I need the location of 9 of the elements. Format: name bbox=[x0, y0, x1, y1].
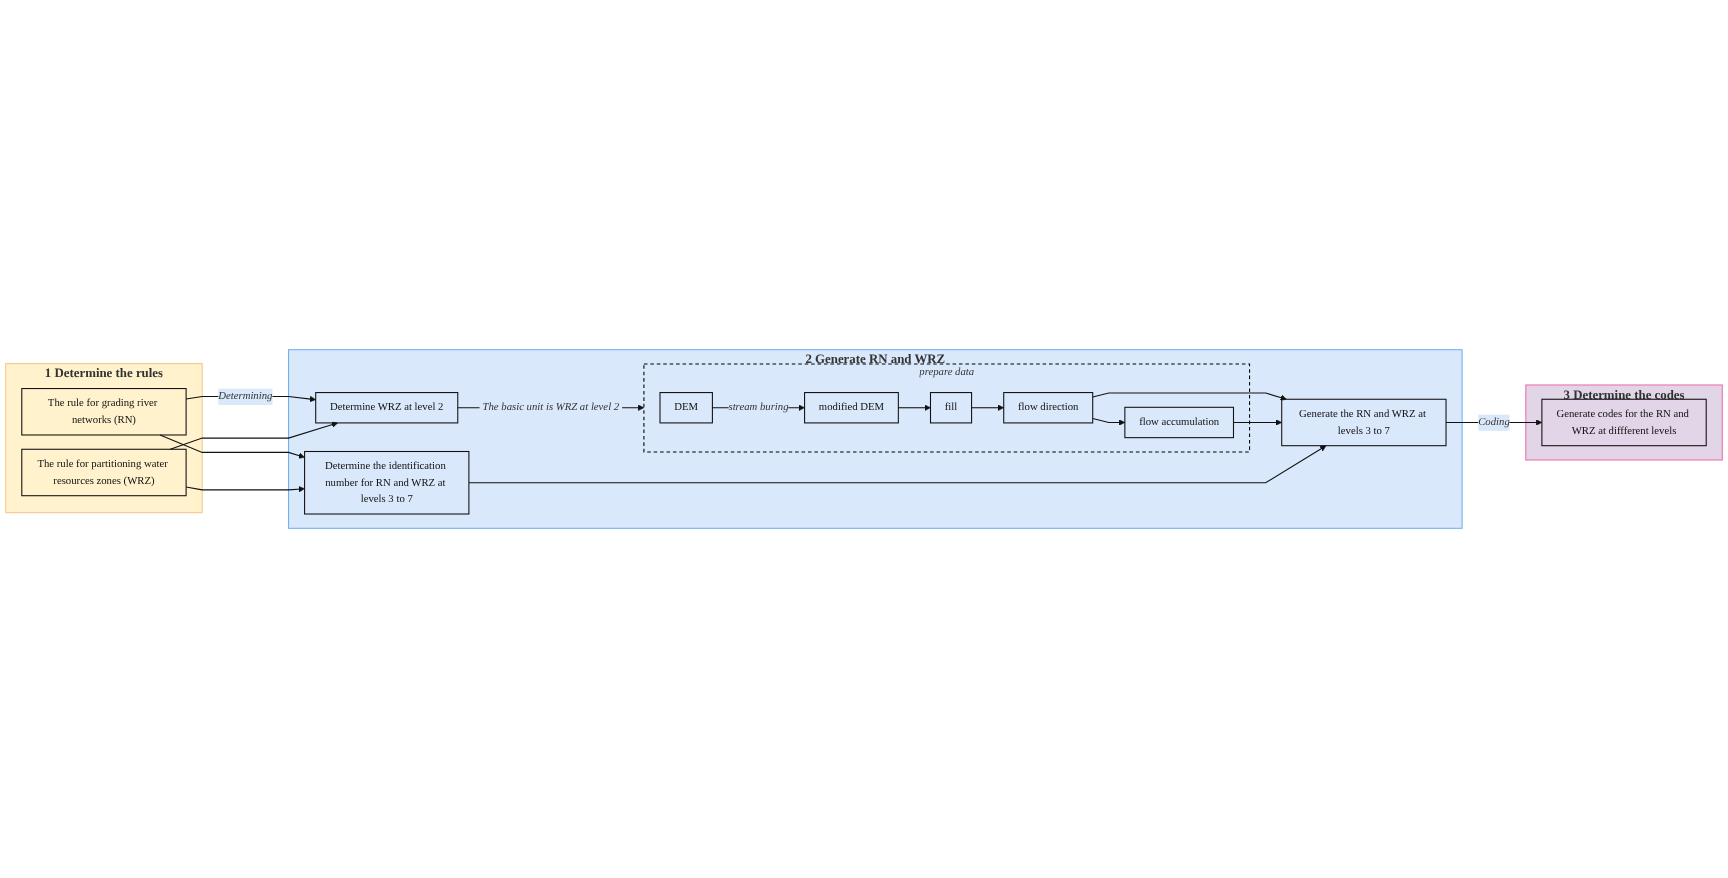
arrow bbox=[1092, 418, 1126, 426]
arrow bbox=[971, 404, 1004, 411]
arrow bbox=[897, 404, 931, 411]
arrow bbox=[468, 445, 1327, 484]
arrow bbox=[159, 434, 305, 459]
arrow bbox=[185, 486, 305, 493]
arrow bbox=[1232, 419, 1282, 426]
arrow bbox=[1092, 392, 1287, 401]
arrow bbox=[169, 421, 338, 450]
